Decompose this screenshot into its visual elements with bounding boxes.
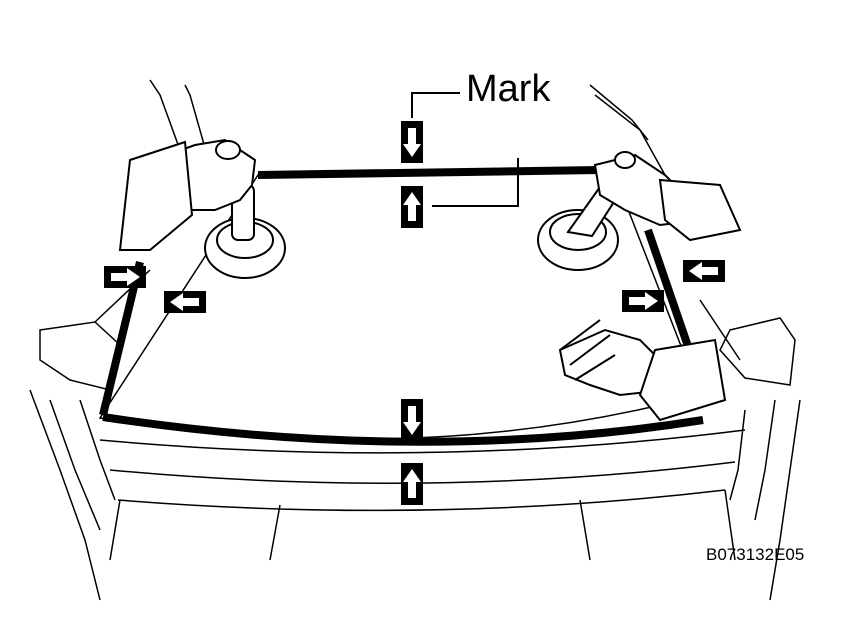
arrow-down-icon [401, 399, 423, 441]
hand-icon [558, 319, 727, 422]
mark-label: Mark [466, 68, 551, 110]
arrow-left-icon [683, 260, 725, 282]
car-body [29, 79, 801, 601]
arrow-left-icon [164, 291, 206, 313]
arrow-up-icon [401, 186, 423, 228]
suction-cup-icon [204, 184, 286, 279]
hand-icon [118, 138, 257, 251]
arrow-right-icon [622, 290, 664, 312]
arrow-down-icon [401, 121, 423, 163]
arrow-right-icon [104, 266, 146, 288]
figure-code: B073132E05 [706, 545, 805, 564]
arrow-up-icon [401, 463, 423, 505]
mark-leader-lines [411, 92, 519, 207]
hand-icon [593, 151, 742, 242]
